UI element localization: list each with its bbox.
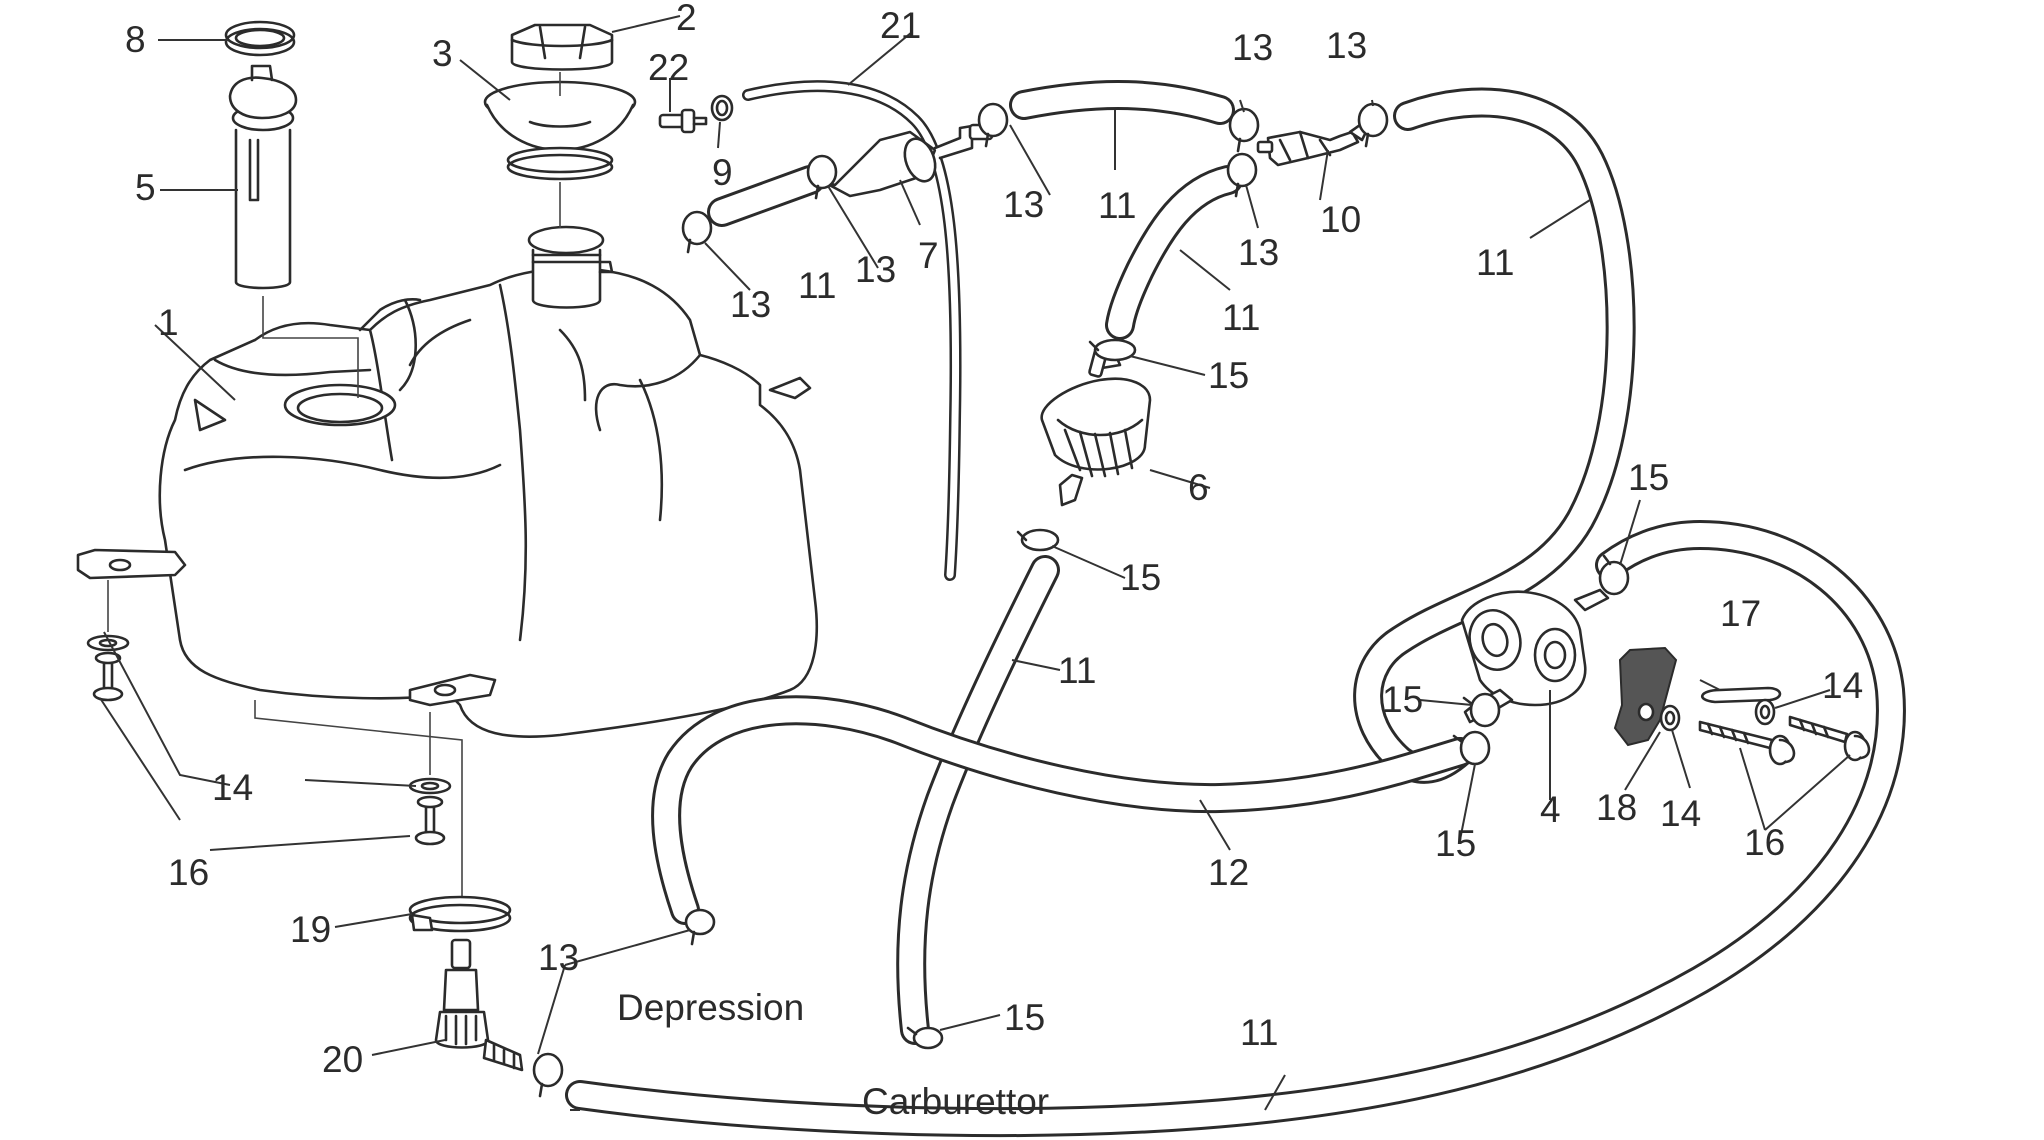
hose-right-long <box>1353 87 1636 784</box>
breather-hose <box>742 80 962 581</box>
depression-annotation: Depression <box>617 987 804 1028</box>
label-3: 3 <box>432 33 453 74</box>
label-2: 2 <box>676 0 697 38</box>
label-12: 12 <box>1208 852 1249 893</box>
clip-13-h <box>684 908 716 946</box>
t-fitting <box>1256 123 1370 167</box>
fuel-tank <box>76 225 818 738</box>
breather-spigot <box>658 108 708 134</box>
label-16b: 16 <box>1744 822 1785 863</box>
carburettor-annotation: Carburettor <box>862 1081 1049 1122</box>
label-9: 9 <box>712 152 733 193</box>
fuel-level-sensor <box>228 64 298 290</box>
label-13g: 13 <box>538 937 579 978</box>
fuel-cap <box>510 23 614 71</box>
clip-13-d <box>1228 107 1260 153</box>
label-11a: 11 <box>1098 185 1136 226</box>
callout-labels: 1 2 3 4 5 6 7 8 9 10 11 11 11 11 11 11 1… <box>125 0 1863 1080</box>
tank-outlet-tap <box>434 938 524 1072</box>
label-11c: 11 <box>1222 297 1260 338</box>
label-11e: 11 <box>1058 650 1096 691</box>
label-13e: 13 <box>855 249 896 290</box>
clip-15-d <box>1462 692 1501 728</box>
label-21: 21 <box>880 5 921 46</box>
label-13f: 13 <box>730 284 771 325</box>
tank-mount-hardware-center <box>408 777 452 846</box>
depression-hose <box>651 695 1475 925</box>
hose-clamp <box>408 895 512 933</box>
screws-right <box>1698 715 1871 766</box>
label-13b: 13 <box>1326 25 1367 66</box>
label-4: 4 <box>1540 789 1561 830</box>
label-18: 18 <box>1596 787 1637 828</box>
hose-bottom-long <box>565 519 1906 1138</box>
label-15e: 15 <box>1435 823 1476 864</box>
clip-13-b <box>806 154 838 200</box>
label-15a: 15 <box>1208 355 1249 396</box>
clip-15-a <box>1088 338 1137 362</box>
label-5: 5 <box>135 167 156 208</box>
hose-tank-to-inline-filter <box>707 165 825 227</box>
label-22: 22 <box>648 47 689 88</box>
inline-fuel-fitting <box>818 123 994 198</box>
small-clip <box>710 94 734 122</box>
label-17: 17 <box>1720 593 1761 634</box>
label-15f: 15 <box>1004 997 1045 1038</box>
label-20: 20 <box>322 1039 363 1080</box>
o-ring <box>1701 686 1782 704</box>
fuel-vacuum-valve <box>1460 588 1610 724</box>
label-19: 19 <box>290 909 331 950</box>
label-6: 6 <box>1188 467 1209 508</box>
hose-to-fuel-filter <box>1105 165 1243 340</box>
label-1: 1 <box>158 302 179 343</box>
label-16a: 16 <box>168 852 209 893</box>
label-8: 8 <box>125 19 146 60</box>
label-10: 10 <box>1320 199 1361 240</box>
sensor-ring <box>224 20 296 57</box>
label-11b: 11 <box>798 265 836 306</box>
label-7: 7 <box>918 235 939 276</box>
leader-lines <box>99 15 1851 1111</box>
clip-15-c <box>1598 554 1630 596</box>
label-11f: 11 <box>1240 1012 1278 1053</box>
clip-13-e <box>1226 152 1258 198</box>
tank-mount-hardware-left <box>86 634 130 702</box>
fuel-filter <box>1040 340 1152 507</box>
hose-to-carburettor <box>896 555 1060 1045</box>
label-15d: 15 <box>1382 679 1423 720</box>
washers-right <box>1659 698 1776 732</box>
clip-13-a <box>681 210 713 254</box>
label-13c: 13 <box>1003 184 1044 225</box>
label-14c: 14 <box>1660 793 1701 834</box>
clip-15-b <box>1016 528 1060 552</box>
label-15b: 15 <box>1120 557 1161 598</box>
filler-strainer <box>483 80 637 181</box>
label-14b: 14 <box>1822 665 1863 706</box>
hose-top-center <box>1009 80 1235 125</box>
label-11d: 11 <box>1476 242 1514 283</box>
label-15c: 15 <box>1628 457 1669 498</box>
clip-13-c <box>977 102 1009 148</box>
clip-13-g <box>532 1052 564 1098</box>
clip-15-f <box>906 1026 944 1050</box>
label-13d: 13 <box>1238 232 1279 273</box>
label-14a: 14 <box>212 767 253 808</box>
label-13a: 13 <box>1232 27 1273 68</box>
